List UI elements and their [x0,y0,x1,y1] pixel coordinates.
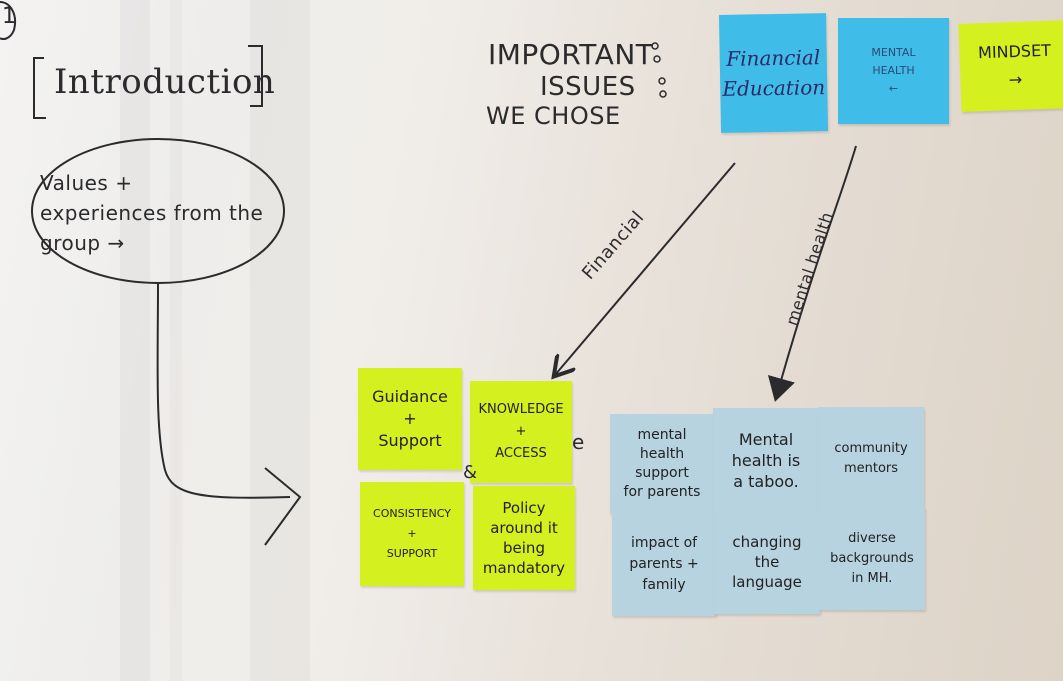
colon-dot [659,90,667,98]
sticky-note-guidance-support: Guidance + Support [358,368,462,470]
sticky-note-mental-health: MENTAL HEALTH ← [838,18,949,124]
colon-dot [658,77,666,85]
note-text: mental health support for parents [623,427,701,500]
note-text: community mentors [834,441,908,476]
sticky-note-financial-education: Financial Education [718,13,829,133]
bracket-left [33,57,46,119]
sticky-note-consistency-support: CONSISTENCY + SUPPORT [360,482,464,586]
note-text: Policy around it being mandatory [482,499,566,577]
section-number-circle [0,1,16,40]
flow-arrow-head [264,467,302,546]
note-text: changing the language [732,533,802,591]
sticky-note-mindset: MINDSET → [958,20,1063,112]
sticky-note-knowledge-access: KNOWLEDGE + ACCESS [470,381,572,483]
note-text: impact of parents + family [629,534,699,593]
colon-dot [653,55,661,63]
note-text: Mental health is a taboo. [731,429,801,491]
flow-arrow-line [156,281,291,499]
note-text: MENTAL HEALTH ← [871,46,916,95]
sticky-note-diverse-backgrounds: diverse backgrounds in MH. [819,508,925,610]
sticky-note-mh-support-parents: mental health support for parents [610,414,714,514]
paper-fold [170,0,182,681]
intro-title: Introduction [54,62,276,102]
paper-fold [120,0,150,681]
sticky-note-changing-language: changing the language [714,510,820,614]
sticky-note-policy-mandatory: Policy around it being mandatory [473,486,575,590]
important-line-2: ISSUES [540,72,636,102]
note-text: Financial Education [722,45,826,101]
sticky-note-mh-taboo: Mental health is a taboo. [713,408,819,512]
sticky-note-community-mentors: community mentors [818,407,924,511]
important-line-1: IMPORTANT [488,38,654,71]
note-text: CONSISTENCY + SUPPORT [373,507,451,560]
note-text: MINDSET → [977,40,1052,90]
note-text: diverse backgrounds in MH. [830,531,914,586]
important-line-3: WE CHOSE [486,102,621,130]
ampersand-mark: & [463,462,478,483]
financial-arrow [555,162,736,375]
stray-letter: e [572,430,585,454]
note-text: KNOWLEDGE + ACCESS [478,402,564,461]
sticky-note-impact-parents-family: impact of parents + family [612,512,716,616]
mental-health-arrow [767,145,857,402]
paper-fold [250,0,310,681]
section-number: 1 [2,4,17,29]
note-text: Guidance + Support [372,387,448,450]
values-circle-text: Values + experiences from the group → [40,171,264,255]
colon-dot [651,42,659,50]
bracket-right [248,45,263,107]
